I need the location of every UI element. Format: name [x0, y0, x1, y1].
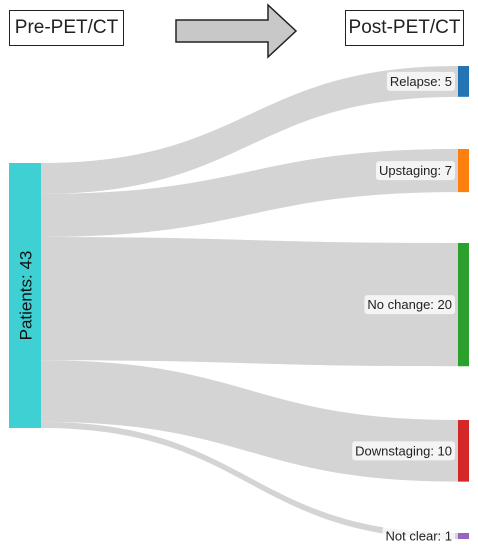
node-label-no-change: No change: 20 [367, 297, 452, 312]
link-upstaging [41, 149, 458, 237]
link-relapse [41, 66, 458, 194]
post-pet-ct-label: Post-PET/CT [345, 10, 464, 46]
arrow-icon [175, 3, 298, 59]
node-upstaging [458, 149, 469, 193]
pre-pet-ct-label: Pre-PET/CT [9, 10, 124, 46]
label-bg-downstaging [352, 441, 455, 461]
node-relapse [458, 66, 469, 97]
link-not-clear [41, 421, 458, 540]
node-label-relapse: Relapse: 5 [390, 74, 452, 89]
node-not-clear [458, 533, 469, 539]
node-label-not-clear: Not clear: 1 [386, 529, 452, 544]
node-downstaging [458, 420, 469, 482]
label-bg-no-change [364, 295, 455, 315]
node-label-patients: Patients: 43 [17, 251, 36, 341]
node-label-downstaging: Downstaging: 10 [355, 443, 452, 458]
label-bg-not-clear [382, 526, 455, 546]
node-labels: Relapse: 5 Upstaging: 7 No change: 20 Downs… [352, 71, 455, 546]
link-no-change [41, 236, 458, 367]
node-no-change [458, 243, 469, 367]
link-downstaging [41, 360, 458, 482]
node-label-upstaging: Upstaging: 7 [379, 163, 452, 178]
label-bg-relapse [386, 71, 455, 91]
node-patients [9, 163, 41, 428]
label-bg-upstaging [376, 161, 455, 181]
nodes: Patients: 43 [9, 66, 469, 539]
